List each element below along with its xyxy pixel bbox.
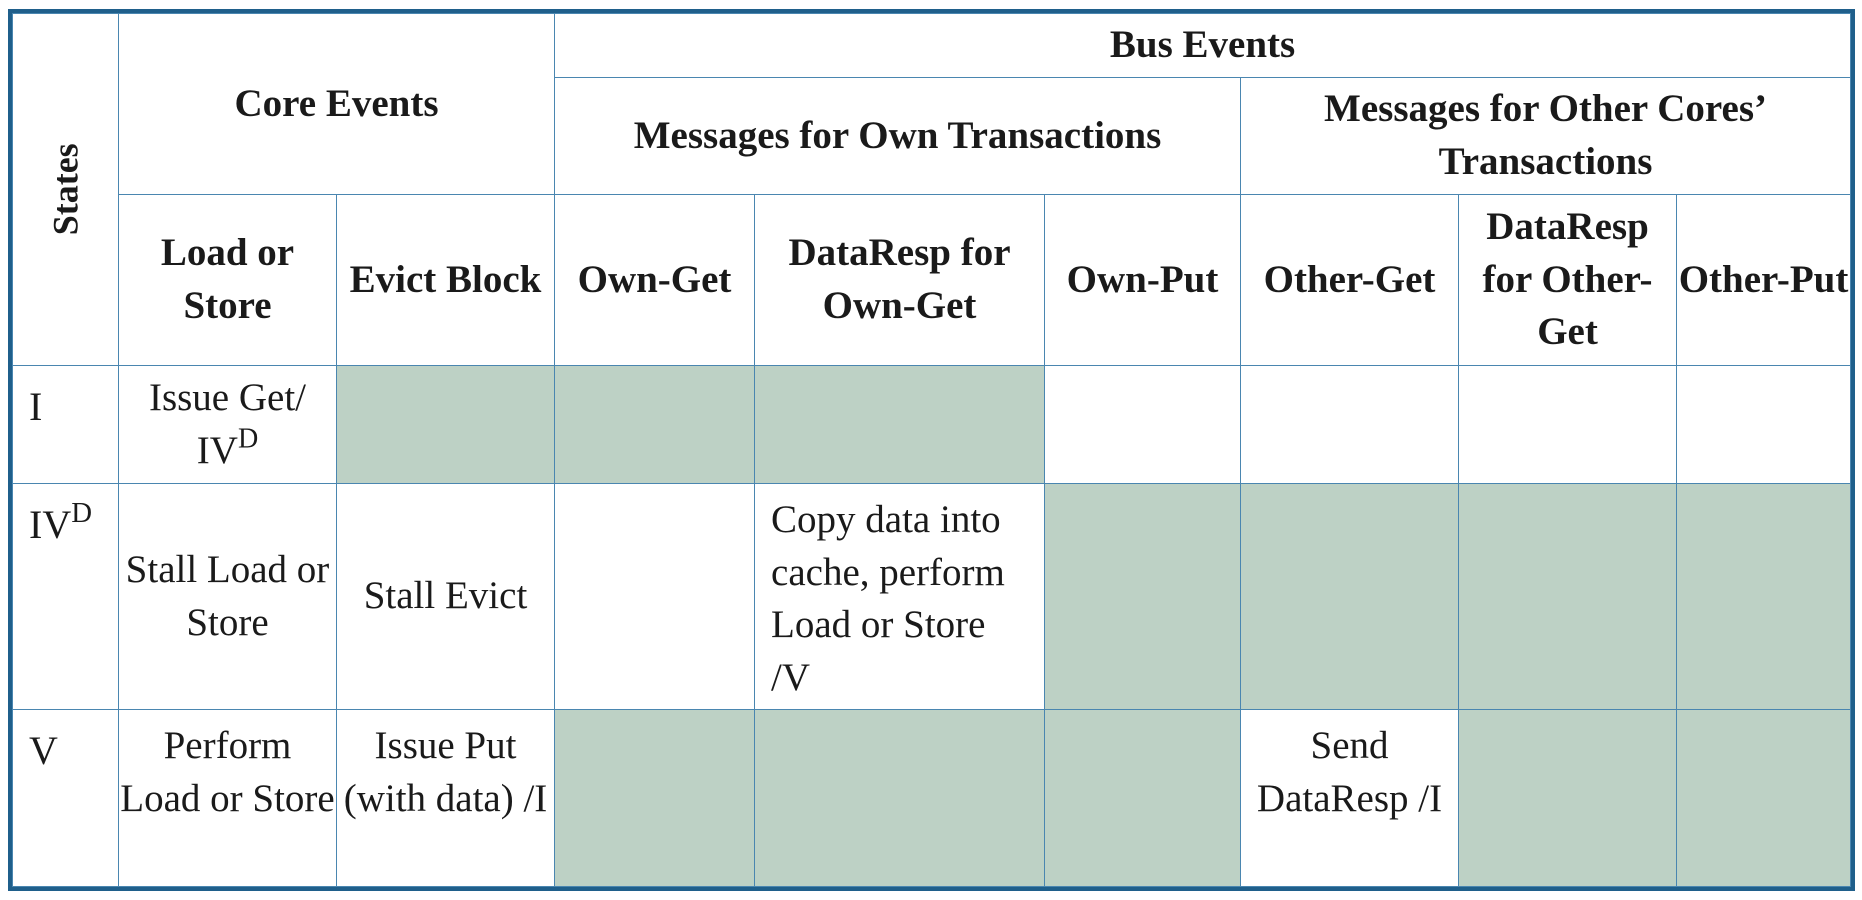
column-header-dataresp-own-get: DataResp for Own-Get <box>754 194 1046 366</box>
table-cell-shaded <box>754 709 1046 887</box>
column-header-own-get: Own-Get <box>554 194 756 366</box>
state-superscript: D <box>71 497 93 530</box>
state-cell: IVD <box>12 483 119 710</box>
table-cell: Perform Load or Store <box>118 709 337 887</box>
table-cell-shaded <box>1458 709 1678 887</box>
column-header-other-get: Other-Get <box>1240 194 1460 366</box>
cell-superscript: D <box>237 423 259 455</box>
table-cell-shaded <box>335 365 556 484</box>
state-label: I <box>29 384 43 429</box>
table-cell: Issue Get/ IVD <box>118 365 337 484</box>
column-header-load-or-store: Load or Store <box>118 194 337 366</box>
table-cell: Send DataResp /I <box>1240 709 1460 887</box>
states-header: States <box>12 13 119 366</box>
table-cell <box>554 483 756 710</box>
table-cell-shaded <box>1240 483 1460 710</box>
table-cell: Stall Load or Store <box>118 483 337 710</box>
column-header-other-put: Other-Put <box>1676 194 1852 366</box>
table-cell-shaded <box>554 365 756 484</box>
table-cell: Stall Evict <box>335 483 556 710</box>
states-header-label: States <box>45 143 86 236</box>
column-header-own-put: Own-Put <box>1044 194 1242 366</box>
table-cell <box>1240 365 1460 484</box>
bus-events-header: Bus Events <box>554 13 1852 78</box>
table-cell-shaded <box>554 709 756 887</box>
table-cell: Issue Put (with data) /I <box>335 709 556 887</box>
table-row-state-v: V Perform Load or Store Issue Put (with … <box>12 709 1852 887</box>
table-cell-shaded <box>1044 483 1242 710</box>
table-cell: Copy data into cache, perform Load or St… <box>754 483 1046 710</box>
state-cell: V <box>12 709 119 887</box>
table-row-state-i: I Issue Get/ IVD <box>12 365 1852 484</box>
table-cell-shaded <box>1458 483 1678 710</box>
table-cell-shaded <box>1676 709 1852 887</box>
core-events-header: Core Events <box>117 13 556 195</box>
other-transactions-header: Messages for Other Cores’ Transactions <box>1240 77 1852 195</box>
state-label: IV <box>29 502 72 547</box>
column-header-dataresp-other-get: DataResp for Other-Get <box>1458 194 1678 366</box>
table-cell <box>1458 365 1678 484</box>
column-header-evict-block: Evict Block <box>335 194 556 366</box>
table-cell-shaded <box>1044 709 1242 887</box>
table-cell <box>1044 365 1242 484</box>
own-transactions-header: Messages for Own Transactions <box>554 77 1242 195</box>
state-cell: I <box>12 365 119 484</box>
table-cell-shaded <box>1676 483 1852 710</box>
table-row-state-ivd: IVD Stall Load or Store Stall Evict Copy… <box>12 483 1852 710</box>
cell-text: Issue Get/ IV <box>148 375 307 472</box>
table-cell-shaded <box>754 365 1046 484</box>
state-label: V <box>29 728 58 773</box>
cache-controller-protocol-table: States Core Events Bus Events Messages f… <box>7 9 1856 891</box>
table-cell <box>1676 365 1852 484</box>
